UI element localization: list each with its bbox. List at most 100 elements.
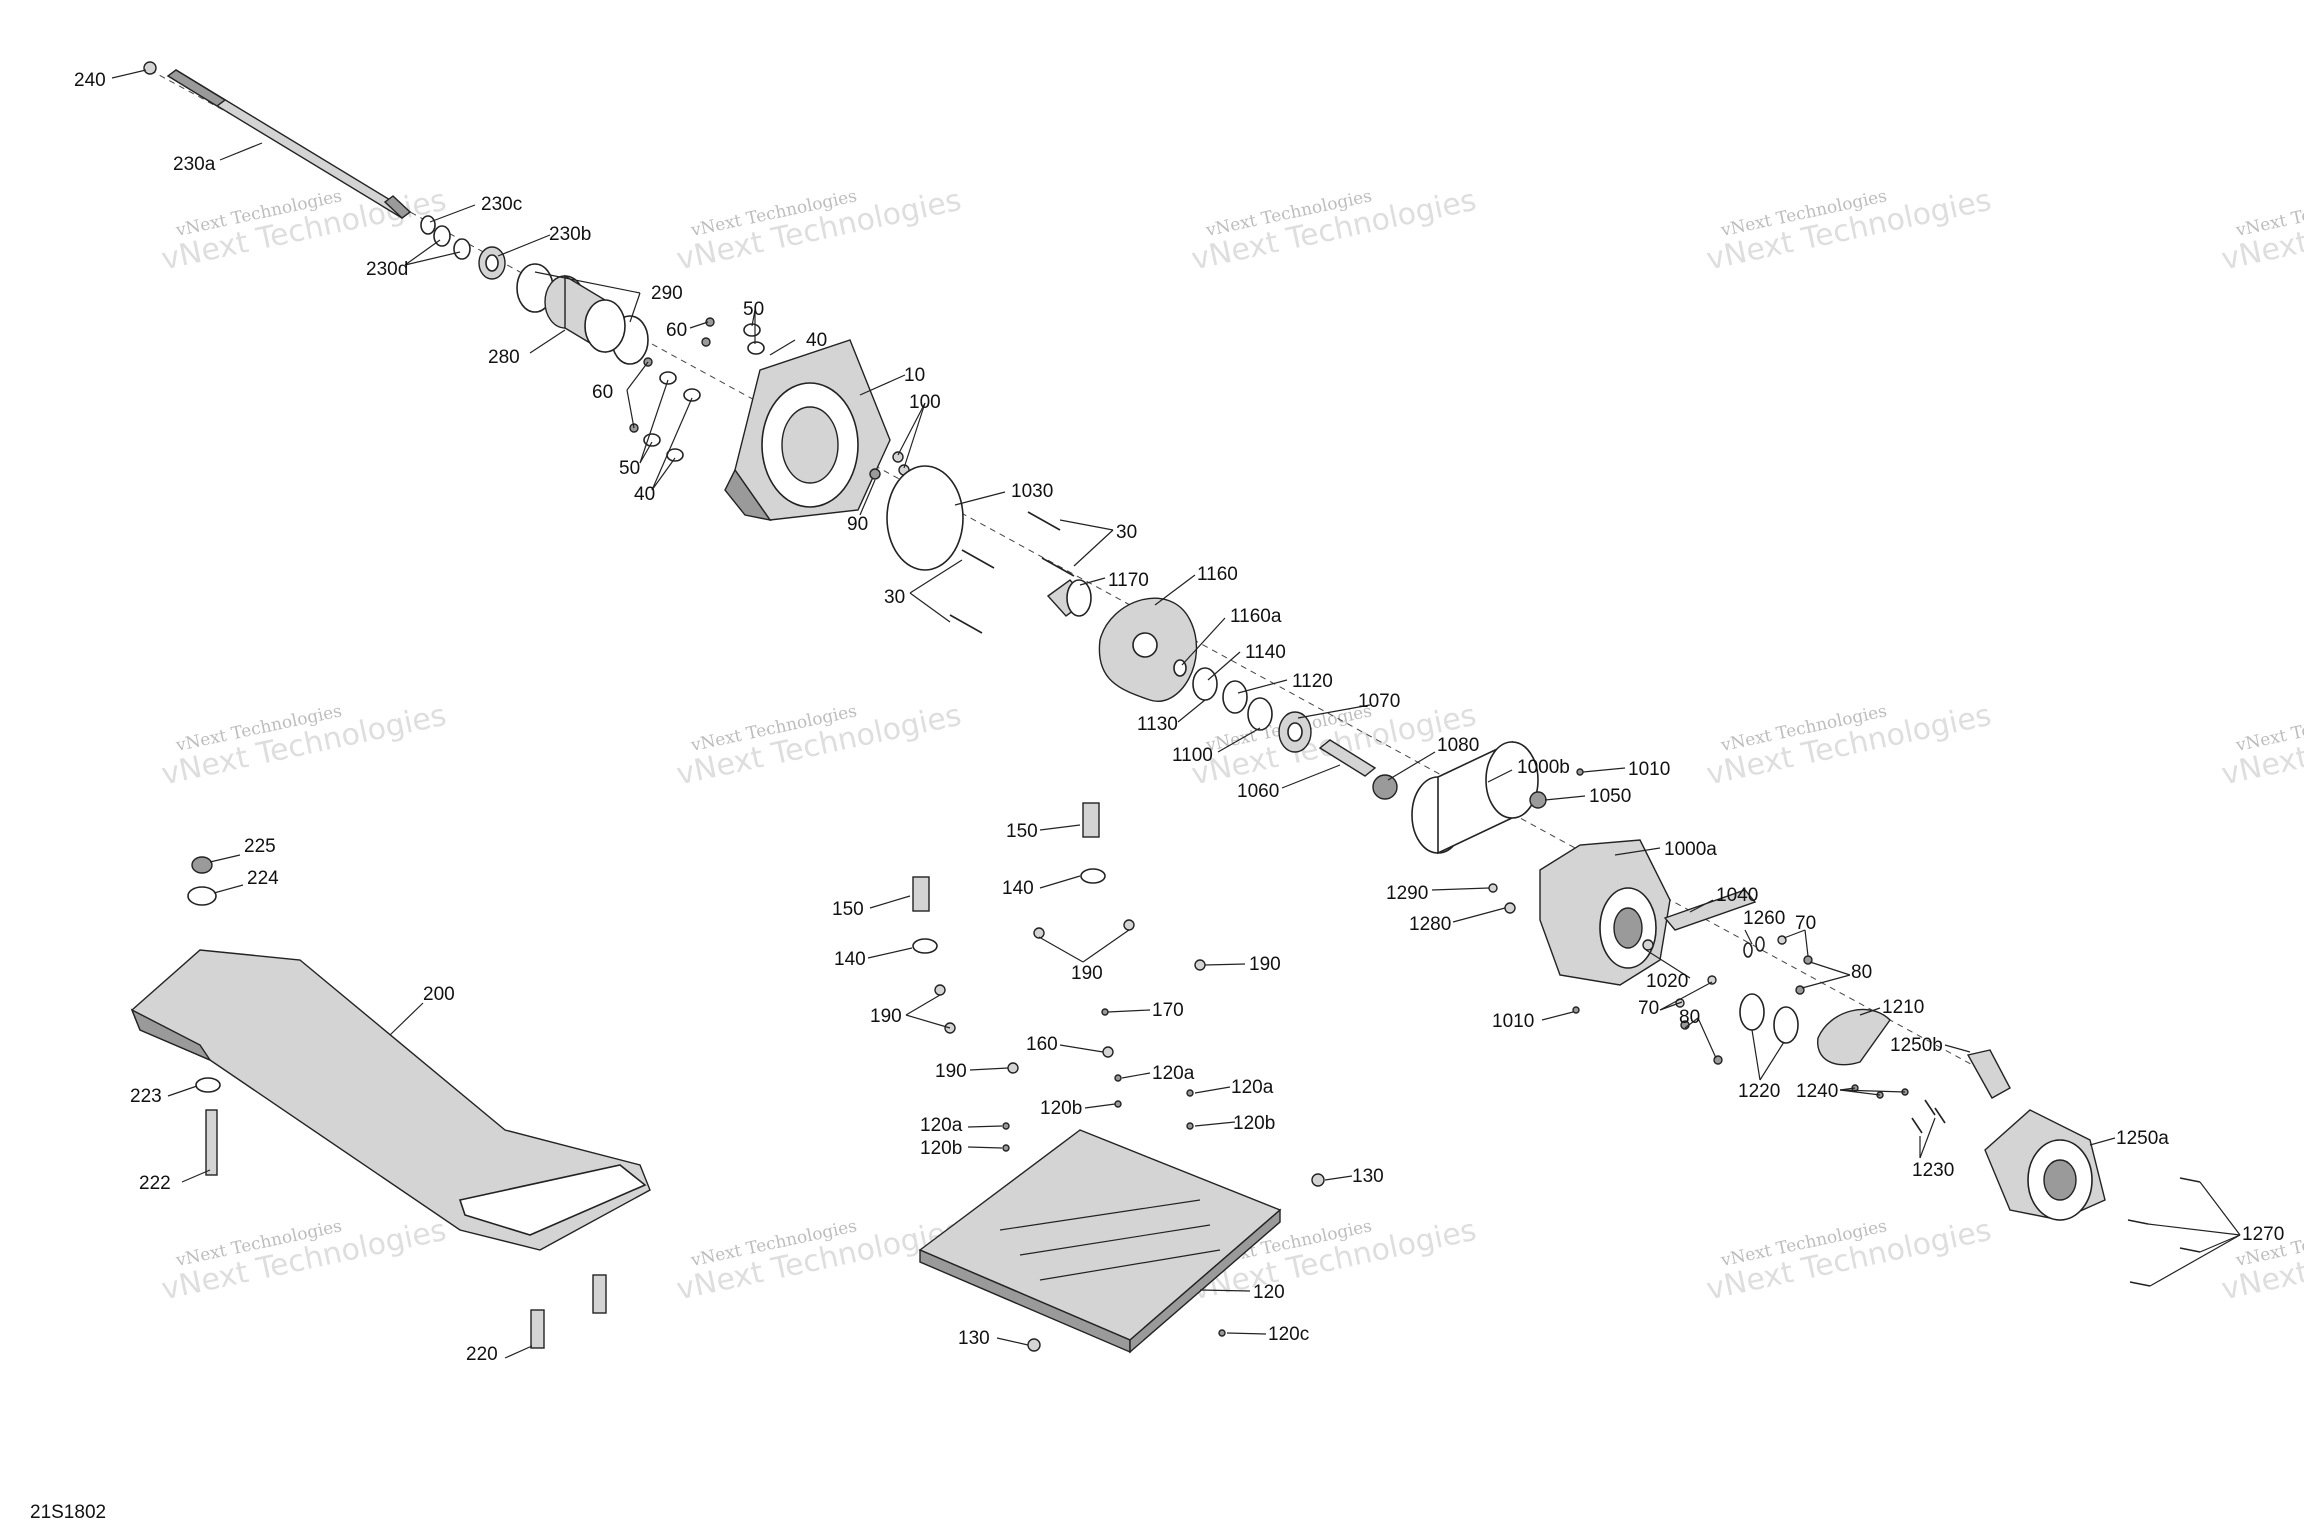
- part-240-nut: [143, 61, 157, 75]
- part-1080-nut: [1372, 774, 1398, 800]
- callout-labels: 240 230a 230c 230b 230d 290 280 60 50 40…: [30, 70, 2284, 1523]
- part-30-bolts: [949, 511, 1075, 634]
- callout-223: 223: [130, 1086, 162, 1107]
- callout-1250b: 1250b: [1890, 1035, 1943, 1056]
- callout-50: 50: [743, 299, 764, 320]
- callout-1140: 1140: [1245, 642, 1286, 663]
- callout-1250a: 1250a: [2116, 1128, 2169, 1149]
- callout-160: 160: [1026, 1034, 1058, 1055]
- part-1070-bearing: [1278, 711, 1312, 753]
- part-1010-screws: [1572, 768, 1584, 1014]
- callout-1130: 1130: [1137, 714, 1178, 735]
- callout-1010: 1010: [1628, 759, 1670, 780]
- watermark: vNext Technologies vNext Technologies: [2219, 1213, 2304, 1308]
- callout-60: 60: [592, 382, 613, 403]
- part-225-224-223-222-220-fasteners: [187, 856, 607, 1349]
- watermark: vNext Technologies vNext Technologies: [159, 698, 450, 793]
- callout-140: 140: [1002, 878, 1034, 899]
- part-1220-o-rings: [1739, 993, 1799, 1044]
- callout-200: 200: [423, 984, 455, 1005]
- callout-50: 50: [619, 458, 640, 479]
- part-230b-seal: [478, 246, 506, 280]
- part-230c-ring: [420, 215, 436, 235]
- part-1060-pump-shaft: [1318, 739, 1377, 777]
- part-10-pump-inlet-housing: [724, 339, 891, 522]
- callout-1000b: 1000b: [1517, 757, 1570, 778]
- callout-130: 130: [958, 1328, 990, 1349]
- callout-230d: 230d: [366, 259, 408, 280]
- part-1030-wear-ring: [886, 465, 964, 571]
- callout-30: 30: [884, 587, 905, 608]
- callout-80: 80: [1679, 1007, 1700, 1028]
- callout-120a: 120a: [1231, 1077, 1274, 1098]
- watermark: vNext Technologies vNext Technologies: [674, 183, 965, 278]
- callout-220: 220: [466, 1344, 498, 1365]
- watermark: vNext Technologies vNext Technologies: [1189, 183, 1480, 278]
- callout-224: 224: [247, 868, 279, 889]
- callout-1050: 1050: [1589, 786, 1631, 807]
- callout-190: 190: [935, 1061, 967, 1082]
- callout-60: 60: [666, 320, 687, 341]
- callout-1160a: 1160a: [1230, 606, 1282, 627]
- part-1000b-liner: [1411, 740, 1539, 855]
- callout-70: 70: [1795, 913, 1816, 934]
- callout-120b: 120b: [1040, 1098, 1082, 1119]
- part-1040-bracket: [1663, 889, 1757, 931]
- callout-1000a: 1000a: [1664, 839, 1717, 860]
- callout-1290: 1290: [1386, 883, 1428, 904]
- callout-1280: 1280: [1409, 914, 1451, 935]
- callout-240: 240: [74, 70, 106, 91]
- callout-1040: 1040: [1716, 885, 1758, 906]
- watermark: vNext Technologies vNext Technologies: [1704, 1213, 1995, 1308]
- watermark: vNext Technologies vNext Technologies: [2219, 698, 2304, 793]
- callout-1270: 1270: [2242, 1224, 2284, 1245]
- callout-190: 190: [1071, 963, 1103, 984]
- callout-1100: 1100: [1172, 745, 1213, 766]
- callout-140: 140: [834, 949, 866, 970]
- callout-120a: 120a: [920, 1115, 963, 1136]
- callout-1070: 1070: [1358, 691, 1400, 712]
- callout-40: 40: [806, 330, 827, 351]
- part-280-boot: [544, 274, 626, 354]
- callout-150: 150: [1006, 821, 1038, 842]
- callout-190: 190: [870, 1006, 902, 1027]
- callout-1210: 1210: [1882, 997, 1924, 1018]
- part-230a-drive-shaft: [166, 69, 412, 219]
- callout-130: 130: [1352, 1166, 1384, 1187]
- part-200-frame: [130, 949, 651, 1251]
- callout-1120: 1120: [1292, 671, 1333, 692]
- watermark: vNext Technologies vNext Technologies: [674, 698, 965, 793]
- parts-layer: [130, 61, 2201, 1354]
- callout-120a: 120a: [1152, 1063, 1195, 1084]
- callout-10: 10: [904, 365, 925, 386]
- callout-1030: 1030: [1011, 481, 1053, 502]
- part-1210-cone: [1817, 1008, 1891, 1066]
- callout-1080: 1080: [1437, 735, 1479, 756]
- watermark: vNext Technologies vNext Technologies: [159, 1213, 450, 1308]
- callout-222: 222: [139, 1173, 171, 1194]
- part-150-140-fittings: [912, 802, 1106, 954]
- callout-230c: 230c: [481, 194, 522, 215]
- drawing-code: 21S1802: [30, 1502, 106, 1523]
- part-1270-screws: [2127, 1177, 2201, 1287]
- part-1050-plug: [1529, 791, 1547, 809]
- callout-120c: 120c: [1268, 1324, 1309, 1345]
- callout-120b: 120b: [1233, 1113, 1275, 1134]
- callout-1160: 1160: [1197, 564, 1238, 585]
- part-1170-bushing: [1046, 579, 1092, 617]
- part-1250a-venturi: [1984, 1109, 2106, 1221]
- watermark: vNext Technologies vNext Technologies: [2219, 183, 2304, 278]
- callout-150: 150: [832, 899, 864, 920]
- callout-1230: 1230: [1912, 1160, 1954, 1181]
- callout-100: 100: [909, 392, 941, 413]
- callout-120: 120: [1253, 1282, 1285, 1303]
- watermark: vNext Technologies vNext Technologies: [1704, 183, 1995, 278]
- part-120-ride-plate: [918, 1129, 1282, 1354]
- callout-1220: 1220: [1738, 1081, 1780, 1102]
- part-1000a-pump-housing: [1539, 839, 1671, 986]
- callout-170: 170: [1152, 1000, 1184, 1021]
- leader-lines: [111, 69, 2241, 1359]
- part-1250b-bracket: [1966, 1049, 2011, 1099]
- callout-290: 290: [651, 283, 683, 304]
